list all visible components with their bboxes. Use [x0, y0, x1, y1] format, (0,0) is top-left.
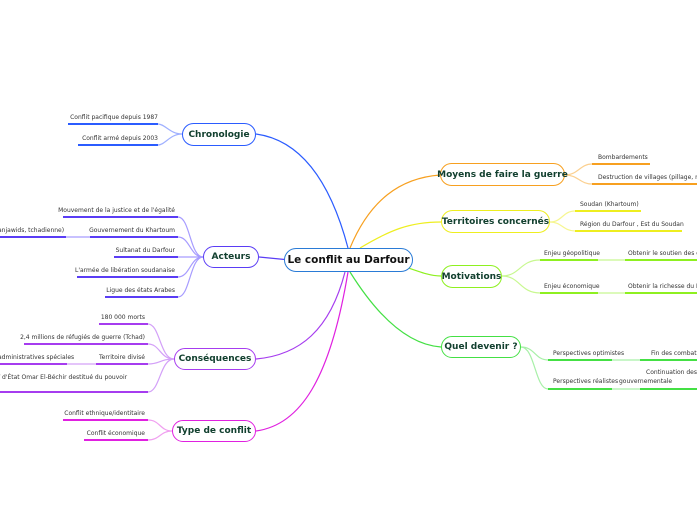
leaf-cons-2[interactable]: 2,4 millions de réfugiés de guerre (Tcha…: [20, 334, 145, 341]
topic-moyens[interactable]: Moyens de faire la guerre: [437, 163, 568, 186]
topic-quel-devenir[interactable]: Quel devenir ?: [441, 336, 521, 358]
leaf-terr-1[interactable]: Soudan (Khartoum): [580, 201, 639, 208]
leaf-chrono-1[interactable]: Conflit pacifique depuis 1987: [70, 114, 158, 121]
leaf-chrono-2[interactable]: Conflit armé depuis 2003: [82, 135, 158, 142]
leaf-motiv-1[interactable]: Enjeu géopolitique: [544, 250, 600, 257]
leaf-motiv-1-sub[interactable]: Obtenir le soutien des gr: [628, 250, 697, 257]
topic-motivations[interactable]: Motivations: [441, 265, 502, 288]
leaf-cons-1[interactable]: 180 000 morts: [100, 314, 145, 321]
leaf-acteurs-5[interactable]: Ligue des états Arabes: [106, 287, 175, 294]
central-topic[interactable]: Le conflit au Darfour: [284, 248, 413, 272]
leaf-acteurs-3[interactable]: Sultanat du Darfour: [115, 247, 175, 254]
leaf-moyens-1[interactable]: Bombardements: [598, 154, 648, 161]
leaf-moyens-2[interactable]: Destruction de villages (pillage, ma: [598, 174, 697, 181]
leaf-devenir-2-sub-b[interactable]: gouvernementale: [619, 378, 673, 385]
leaf-acteurs-sub[interactable]: anjawids, tchadienne): [0, 227, 65, 234]
leaf-terr-2[interactable]: Région du Darfour , Est du Soudan: [580, 221, 684, 228]
leaf-acteurs-2[interactable]: Gouvernement du Khartoum: [89, 227, 175, 234]
leaf-acteurs-4[interactable]: L'armée de libération soudanaise: [75, 267, 175, 274]
leaf-cons-4[interactable]: f d'État Omar El-Béchir destitué du pouv…: [0, 374, 128, 381]
topic-chronologie[interactable]: Chronologie: [182, 123, 256, 146]
leaf-devenir-2-sub-a[interactable]: Continuation des: [646, 369, 697, 376]
topic-type-de-conflit[interactable]: Type de conflit: [172, 420, 256, 442]
leaf-type-1[interactable]: Conflit ethnique/identitaire: [64, 410, 145, 417]
leaf-devenir-2[interactable]: Perspectives réalistes: [553, 378, 619, 385]
leaf-type-2[interactable]: Conflit économique: [86, 430, 145, 437]
topic-territoires[interactable]: Territoires concernés: [441, 210, 550, 233]
topic-acteurs[interactable]: Acteurs: [203, 246, 259, 268]
leaf-motiv-2[interactable]: Enjeu économique: [544, 283, 600, 290]
leaf-devenir-1[interactable]: Perspectives optimistes: [553, 350, 625, 357]
leaf-cons-3[interactable]: Territoire divisé: [99, 354, 145, 361]
topic-consequences[interactable]: Conséquences: [174, 348, 256, 370]
leaf-motiv-2-sub[interactable]: Obtenir la richesse du Da: [628, 283, 697, 290]
leaf-devenir-1-sub[interactable]: Fin des combats: [651, 350, 697, 357]
leaf-acteurs-1[interactable]: Mouvement de la justice et de l'égalité: [58, 207, 175, 214]
leaf-cons-sub[interactable]: administratives spéciales: [0, 354, 75, 361]
